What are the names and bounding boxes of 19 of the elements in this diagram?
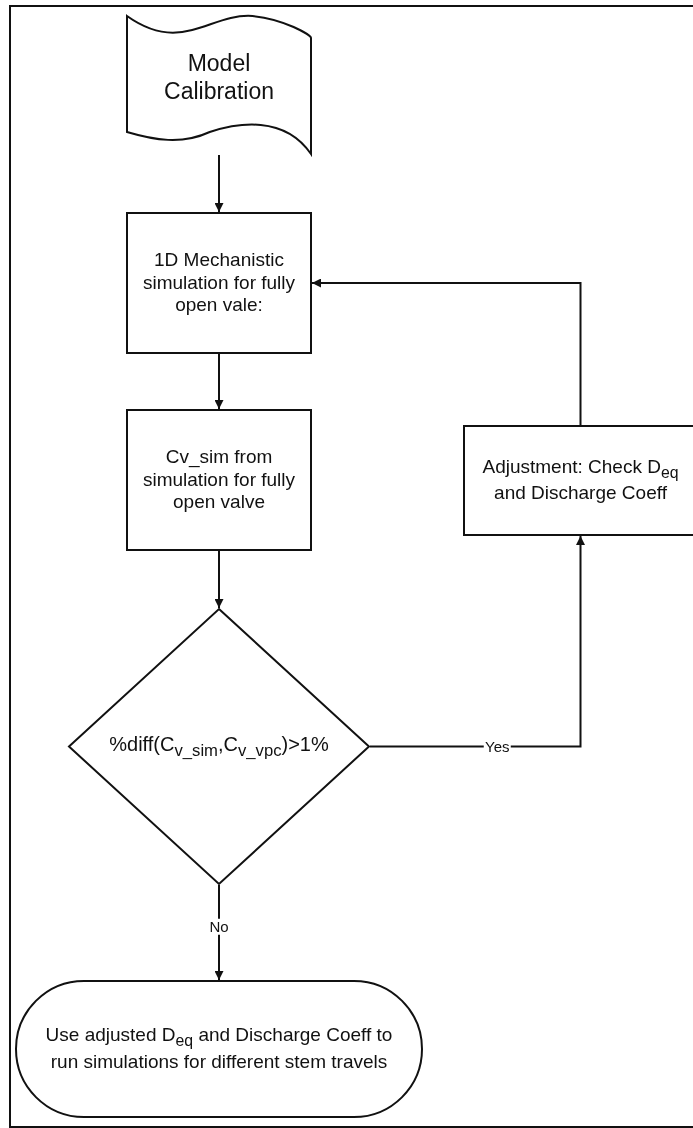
node-text: Use adjusted D$_{eq}$ and Discharge Coeff to run simulations for different stem travels [44,1024,394,1074]
arrow [214,550,224,609]
node-text: Adjustment: Check D$_{eq}$ and Discharge Coeff [481,455,680,506]
node-text: 1D Mechanistic simulation for fully open vale: [141,248,297,318]
arrow [214,353,224,410]
process-box [126,409,312,551]
arrow [311,278,582,426]
arrow [214,154,224,213]
terminal-shape [15,980,423,1118]
decision-diamond [68,608,370,885]
process-box [126,212,312,354]
arrow [214,884,224,981]
node-text: Model Calibration [163,50,275,106]
edge-label: No [208,918,230,935]
node-text: %diff(C$_{v_sim}$,C$_{v_vpc}$)>1% [109,732,329,761]
arrow [369,535,585,748]
process-box [463,425,693,536]
node-text: Cv_sim from simulation for fully open valve [141,445,297,515]
document-shape [126,15,312,155]
